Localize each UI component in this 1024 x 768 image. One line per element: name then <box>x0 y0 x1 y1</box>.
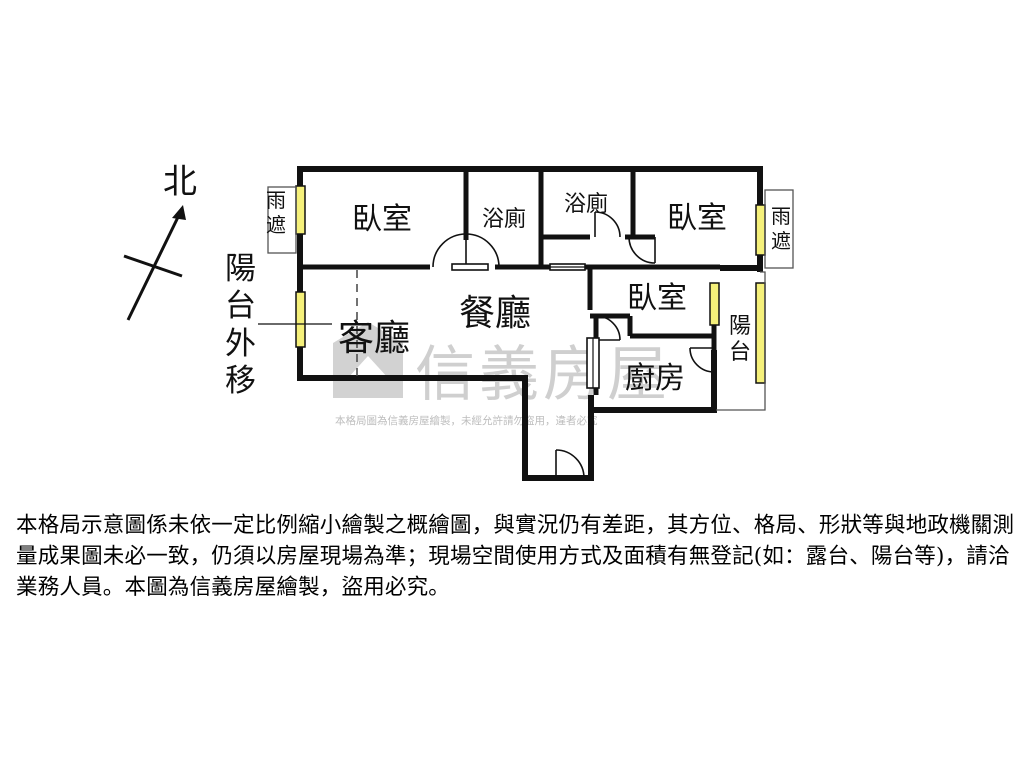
svg-text:遮: 遮 <box>266 213 286 237</box>
exterior-outlines <box>258 186 794 411</box>
label-balcony-moved: 陽 台 外 移 <box>225 251 256 399</box>
watermark-notice: 本格局圖為信義房屋繪製，未經允許請勿盜用，違者必究 <box>335 414 598 427</box>
door-bedroom-right-icon <box>628 236 656 264</box>
north-label: 北 <box>163 162 197 202</box>
room-dining: 餐廳 <box>459 293 531 334</box>
label-rain-shade-right: 雨 遮 <box>771 204 791 253</box>
room-bath-right: 浴廁 <box>564 192 608 217</box>
window-balcony-right <box>755 282 766 384</box>
door-kitchen-icon <box>595 315 621 341</box>
room-bath-left: 浴廁 <box>482 207 526 232</box>
svg-text:雨: 雨 <box>771 204 791 228</box>
interior-walls <box>300 169 720 395</box>
window-small-bedroom <box>709 282 720 326</box>
door-bedroom-left-icon <box>432 233 500 268</box>
room-kitchen: 廚房 <box>625 361 685 396</box>
svg-text:外: 外 <box>225 326 256 362</box>
door-small-bedroom-icon <box>689 347 715 373</box>
window-living-left <box>295 291 306 348</box>
north-arrow-icon <box>123 205 186 321</box>
watermark-logo-icon <box>333 322 403 398</box>
svg-text:雨: 雨 <box>266 188 286 212</box>
room-bedroom-right: 臥室 <box>667 201 727 236</box>
room-bedroom-left: 臥室 <box>352 202 412 237</box>
label-rain-shade-left: 雨 遮 <box>266 188 286 237</box>
room-living: 客廳 <box>338 318 410 359</box>
floor-plan: 信義房屋 本格局圖為信義房屋繪製，未經允許請勿盜用，違者必究 北 <box>123 162 794 481</box>
disclaimer-text: 本格局示意圖係未依一定比例縮小繪製之概繪圖，與實況仍有差距，其方位、格局、形狀等… <box>16 513 1015 600</box>
window-rain-left <box>295 185 306 235</box>
room-bedroom-small: 臥室 <box>627 281 687 316</box>
door-entrance-icon <box>555 449 585 479</box>
door-bath-right-icon <box>594 211 621 238</box>
svg-text:台: 台 <box>225 288 256 324</box>
doors <box>432 211 715 479</box>
window-rain-right <box>755 204 766 256</box>
svg-text:陽: 陽 <box>225 251 256 287</box>
svg-text:陽: 陽 <box>729 314 751 339</box>
label-balcony-right: 陽 台 <box>729 314 751 365</box>
svg-text:遮: 遮 <box>771 229 791 253</box>
svg-text:台: 台 <box>729 340 751 365</box>
svg-text:移: 移 <box>225 363 256 399</box>
